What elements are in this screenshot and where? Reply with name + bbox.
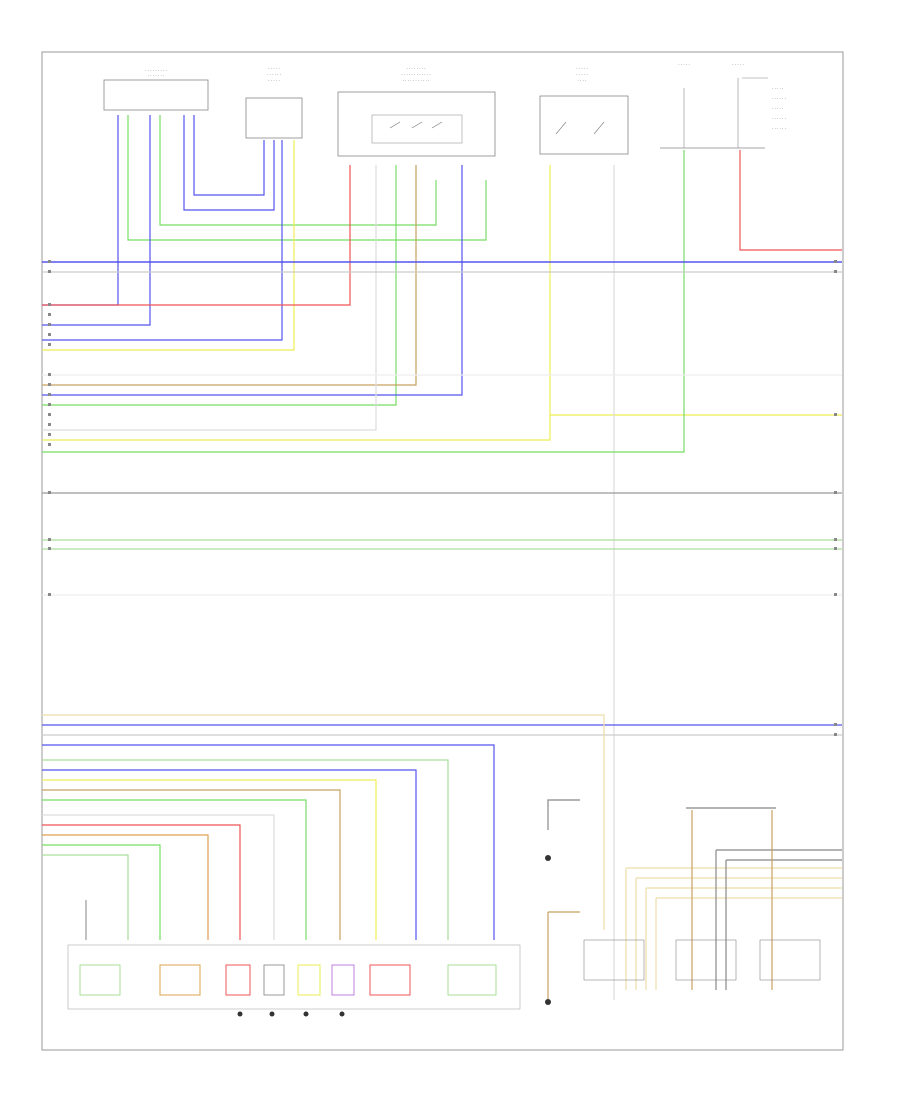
top-component-1: · · · · · · · · · · · · · · · · [103,68,209,111]
top-component-2: · · · · · · · · · · · · · · · · [245,66,303,139]
svg-text:· · · · · ·: · · · · · · [772,116,786,121]
solenoid-units [67,944,521,1017]
diagram-frame [41,51,844,1051]
svg-text:· · · · · ·: · · · · · · [267,72,281,77]
connector-blocks [545,855,821,1005]
left-pin-markers [48,260,51,596]
svg-text:· · · · ·: · · · · · [576,66,587,71]
top-component-5-fuses: · · · · · · · · · · · · · · · · · · · · … [660,62,786,149]
svg-text:· · · · ·: · · · · · [268,78,279,83]
top-component-3-switch: · · · · · · · · · · · · · · · · · · · · … [337,66,496,157]
svg-text:· · · · · ·: · · · · · · [772,126,786,131]
svg-text:· · · · · · · · · · · ·: · · · · · · · · · · · · [401,72,430,77]
svg-text:· · · · ·: · · · · · [772,86,783,91]
svg-text:· · · · · · · ·: · · · · · · · · [406,66,425,71]
svg-text:· · · · · · ·: · · · · · · · [148,73,165,78]
svg-text:· · · · ·: · · · · · [576,72,587,77]
svg-text:· · · · ·: · · · · · [678,62,689,67]
top-vertical-wires [42,115,842,1000]
bottom-right-connectors [547,799,842,1000]
right-pin-markers [834,260,837,736]
solenoid-harness-wires [42,714,605,940]
horizontal-buses [42,261,842,736]
svg-text:· · · · ·: · · · · · [268,66,279,71]
svg-text:· · · · ·: · · · · · [772,106,783,111]
svg-text:· · · · · ·: · · · · · · [772,96,786,101]
svg-text:· · · ·: · · · · [578,78,587,83]
svg-text:· · · · ·: · · · · · [732,62,743,67]
top-component-4-switch: · · · · · · · · · · · · · · [539,66,629,155]
svg-text:· · · · · · · · ·: · · · · · · · · · [145,68,167,73]
svg-text:· · · · · · · · · · ·: · · · · · · · · · · · [403,78,430,83]
